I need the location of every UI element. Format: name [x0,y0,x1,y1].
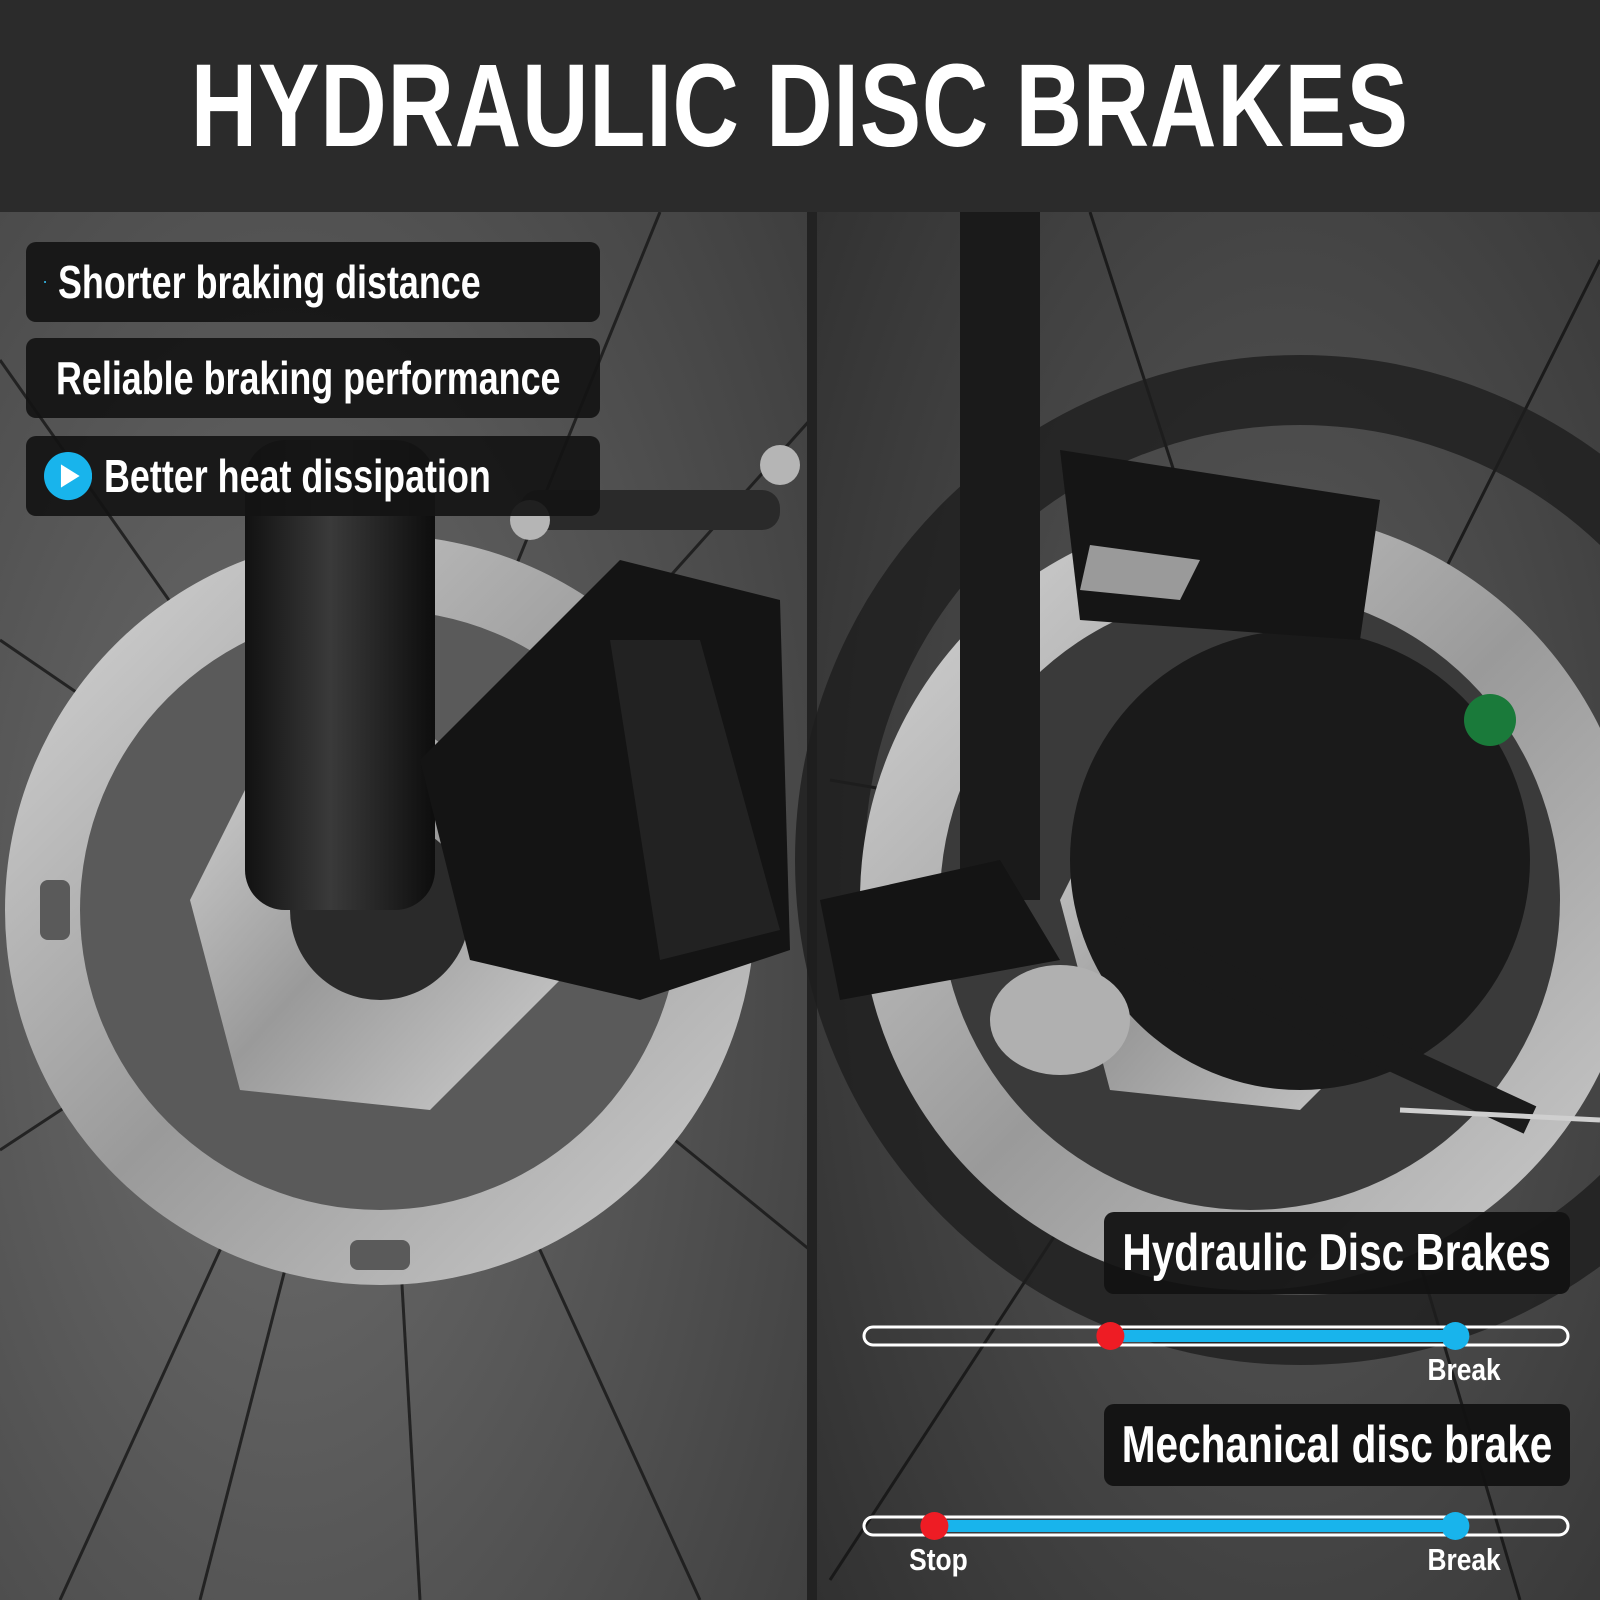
hydraulic-stop-dot [1096,1322,1125,1350]
hydraulic-break-dot [1441,1322,1470,1350]
hydraulic-distance-bar [862,1322,1570,1350]
feature-label: Reliable braking performance [56,352,561,404]
hydraulic-label-box: Hydraulic Disc Brakes [1104,1212,1570,1294]
header-bar: HYDRAULIC DISC BRAKES [0,0,1600,212]
play-icon [44,280,47,284]
mechanical-distance-bar [862,1512,1570,1540]
mechanical-bar-fill [934,1520,1456,1532]
feature-label: Better heat dissipation [104,450,491,502]
mechanical-label-box: Mechanical disc brake [1104,1404,1570,1486]
mechanical-stop-dot [920,1512,949,1540]
mechanical-label: Mechanical disc brake [1121,1416,1553,1474]
hydraulic-label: Hydraulic Disc Brakes [1122,1224,1552,1282]
mechanical-stop-label: Stop [909,1542,969,1577]
feature-label: Shorter braking distance [58,256,481,308]
page-title: HYDRAULIC DISC BRAKES [190,40,1410,172]
feature-item-2: Reliable braking performance [26,338,600,418]
mechanical-break-label: Break [1427,1542,1502,1577]
mechanical-break-dot [1441,1512,1470,1540]
play-icon [44,451,93,501]
hydraulic-bar-fill [1110,1330,1456,1342]
hydraulic-break-label: Break [1427,1352,1502,1387]
feature-item-3: Better heat dissipation [26,436,600,516]
feature-item-1: Shorter braking distance [26,242,600,322]
